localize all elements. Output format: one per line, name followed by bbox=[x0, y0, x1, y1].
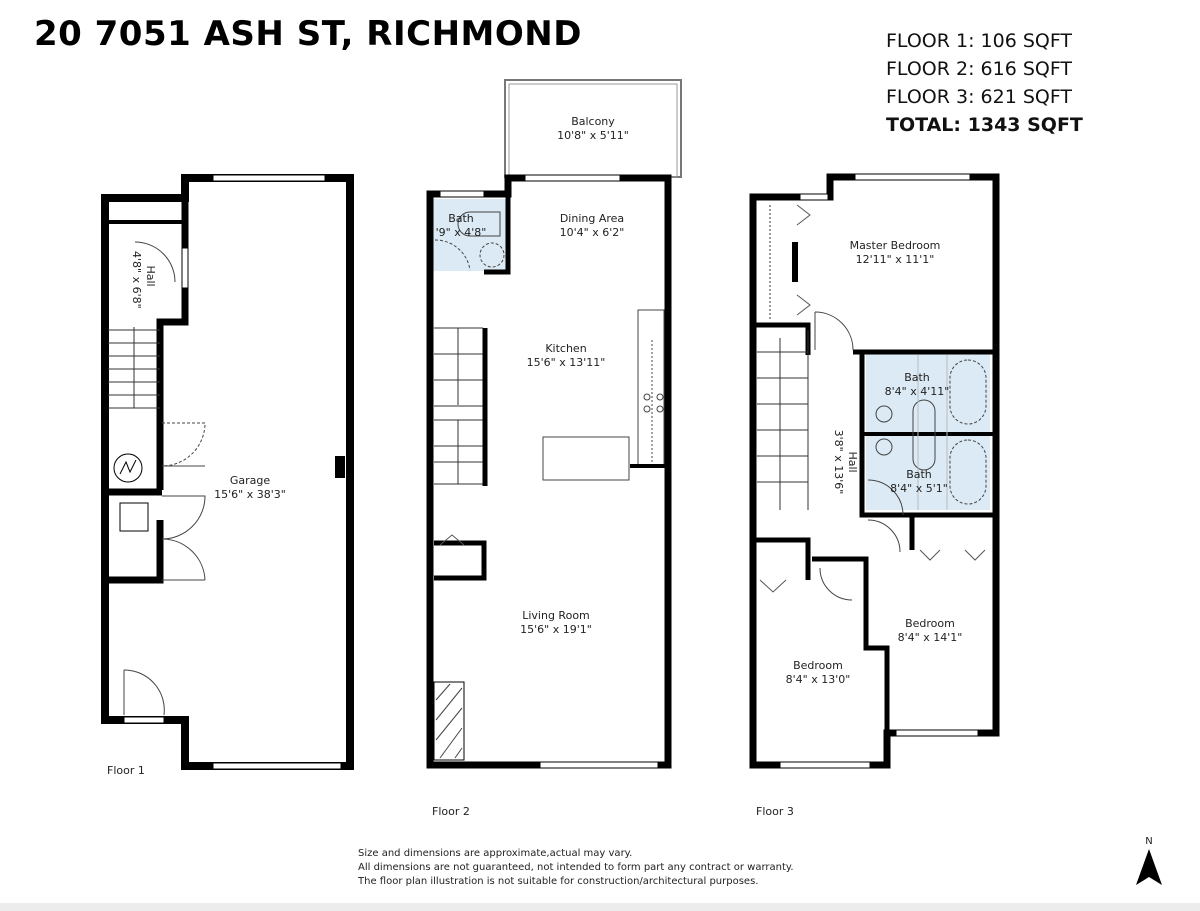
room-name: Bedroom bbox=[905, 617, 955, 630]
room-label-hall-floor3: Hall 3'8" x 13'6" bbox=[831, 425, 859, 499]
room-name: Bath bbox=[906, 468, 932, 481]
floor-2-plan bbox=[426, 79, 682, 769]
room-name: Garage bbox=[229, 474, 271, 487]
room-dims: 8'4" x 5'1" bbox=[890, 482, 948, 495]
room-label-garage: Garage 15'6" x 38'3" bbox=[210, 474, 290, 502]
room-name: Hall bbox=[846, 451, 859, 473]
room-name: Balcony bbox=[571, 115, 615, 128]
north-arrow-icon bbox=[1136, 849, 1162, 885]
room-label-hall-floor1: Hall 4'8" x 6'8" bbox=[129, 251, 157, 309]
floor-1-plan bbox=[101, 174, 354, 770]
floor-2-label: Floor 2 bbox=[432, 805, 470, 818]
room-name: Kitchen bbox=[545, 342, 587, 355]
floor2-area: FLOOR 2: 616 SQFT bbox=[886, 58, 1073, 80]
room-name: Bath bbox=[904, 371, 930, 384]
room-dims: 10'4" x 6'2" bbox=[559, 226, 625, 239]
property-address: 20 7051 ASH ST, RICHMOND bbox=[34, 14, 582, 54]
disclaimer-line-1: Size and dimensions are approximate,actu… bbox=[358, 848, 633, 859]
total-area: TOTAL: 1343 SQFT bbox=[886, 114, 1083, 136]
floor-3-plan bbox=[439, 173, 1000, 769]
room-label-bath-floor2: Bath '9" x 4'8" bbox=[432, 212, 490, 240]
room-dims: 10'8" x 5'11" bbox=[557, 129, 629, 142]
room-dims: 12'11" x 11'1" bbox=[855, 253, 935, 266]
room-label-living-room: Living Room 15'6" x 19'1" bbox=[510, 609, 602, 637]
room-label-kitchen: Kitchen 15'6" x 13'11" bbox=[520, 342, 612, 370]
room-dims: 4'8" x 6'8" bbox=[130, 251, 143, 309]
disclaimer-line-2: All dimensions are not guaranteed, not i… bbox=[358, 862, 794, 873]
floor1-area: FLOOR 1: 106 SQFT bbox=[886, 30, 1073, 52]
room-label-bedroom-1: Bedroom 8'4" x 14'1" bbox=[895, 617, 965, 645]
bottom-bar bbox=[0, 903, 1200, 911]
room-label-bath-1-floor3: Bath 8'4" x 4'11" bbox=[880, 371, 954, 399]
room-name: Living Room bbox=[522, 609, 590, 622]
north-compass: N bbox=[1134, 836, 1164, 888]
floor-3-label: Floor 3 bbox=[756, 805, 794, 818]
room-name: Bath bbox=[448, 212, 474, 225]
north-label: N bbox=[1145, 836, 1153, 847]
room-name: Master Bedroom bbox=[849, 239, 941, 252]
room-dims: 8'4" x 4'11" bbox=[884, 385, 950, 398]
room-label-bedroom-2: Bedroom 8'4" x 13'0" bbox=[783, 659, 853, 687]
room-dims: 15'6" x 38'3" bbox=[214, 488, 286, 501]
room-dims: 15'6" x 19'1" bbox=[520, 623, 592, 636]
room-label-master-bedroom: Master Bedroom 12'11" x 11'1" bbox=[835, 239, 955, 267]
room-dims: 15'6" x 13'11" bbox=[526, 356, 606, 369]
area-summary: FLOOR 1: 106 SQFT FLOOR 2: 616 SQFT FLOO… bbox=[886, 27, 1083, 139]
room-name: Hall bbox=[144, 265, 157, 287]
room-dims: '9" x 4'8" bbox=[435, 226, 487, 239]
room-dims: 8'4" x 14'1" bbox=[897, 631, 963, 644]
room-name: Bedroom bbox=[793, 659, 843, 672]
room-dims: 3'8" x 13'6" bbox=[832, 429, 845, 495]
room-label-balcony: Balcony 10'8" x 5'11" bbox=[545, 115, 641, 143]
floor3-area: FLOOR 3: 621 SQFT bbox=[886, 86, 1073, 108]
disclaimer: Size and dimensions are approximate,actu… bbox=[358, 847, 794, 889]
room-label-dining-area: Dining Area 10'4" x 6'2" bbox=[546, 212, 638, 240]
room-name: Dining Area bbox=[559, 212, 625, 225]
disclaimer-line-3: The floor plan illustration is not suita… bbox=[358, 876, 759, 887]
room-label-bath-2-floor3: Bath 8'4" x 5'1" bbox=[885, 468, 953, 496]
room-dims: 8'4" x 13'0" bbox=[785, 673, 851, 686]
floor-1-label: Floor 1 bbox=[107, 764, 145, 777]
